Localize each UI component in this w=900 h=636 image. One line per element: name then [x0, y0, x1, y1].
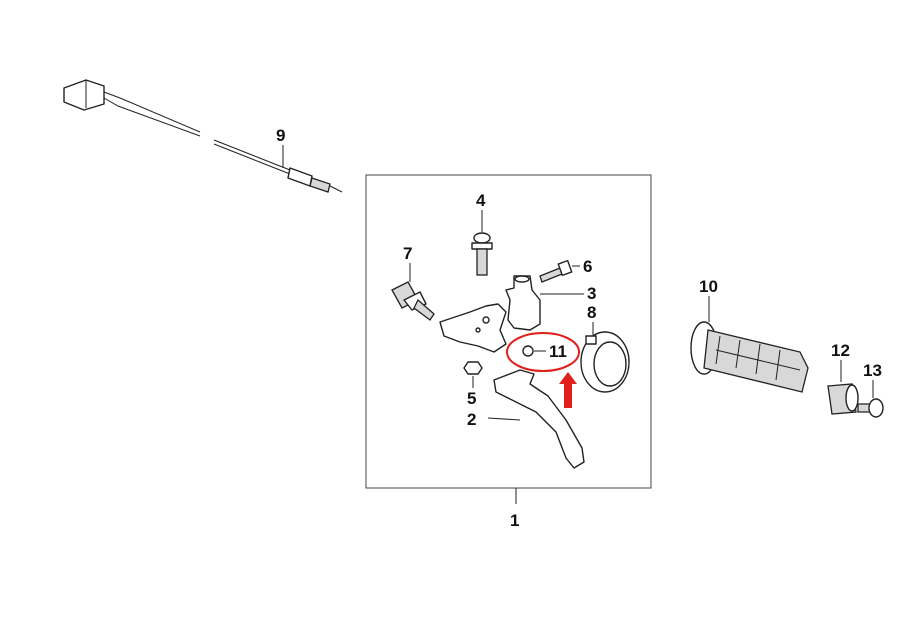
label-13: 13 — [863, 361, 882, 380]
part-12-bar-end-weight[interactable] — [827, 360, 859, 415]
label-9: 9 — [276, 126, 285, 145]
part-2-lever[interactable] — [487, 369, 585, 469]
label-12: 12 — [831, 341, 850, 360]
label-8: 8 — [587, 303, 596, 322]
label-5: 5 — [467, 389, 476, 408]
part-4-screw[interactable] — [471, 210, 493, 276]
label-3: 3 — [587, 284, 596, 303]
part-3-clamp[interactable] — [505, 275, 584, 331]
part-5-nut[interactable] — [463, 361, 483, 388]
label-7: 7 — [403, 244, 412, 263]
part-8-switch[interactable] — [580, 322, 630, 393]
part-7-adjuster[interactable] — [391, 263, 435, 321]
part-10-grip[interactable] — [690, 296, 809, 393]
highlight-circle — [506, 332, 580, 372]
label-11: 11 — [549, 342, 567, 361]
part-6-bolt[interactable] — [539, 259, 580, 283]
highlight-arrow-icon — [559, 372, 577, 408]
assembly-box — [365, 174, 652, 489]
label-1: 1 — [510, 511, 519, 530]
part-9-cable-switch[interactable] — [63, 79, 343, 193]
label-10: 10 — [699, 277, 718, 296]
label-2: 2 — [467, 410, 476, 429]
label-4: 4 — [476, 191, 486, 210]
part-11-nut[interactable] — [522, 345, 546, 357]
part-13-screw[interactable] — [857, 380, 884, 418]
label-6: 6 — [583, 257, 592, 276]
lever-bracket[interactable] — [439, 303, 507, 353]
